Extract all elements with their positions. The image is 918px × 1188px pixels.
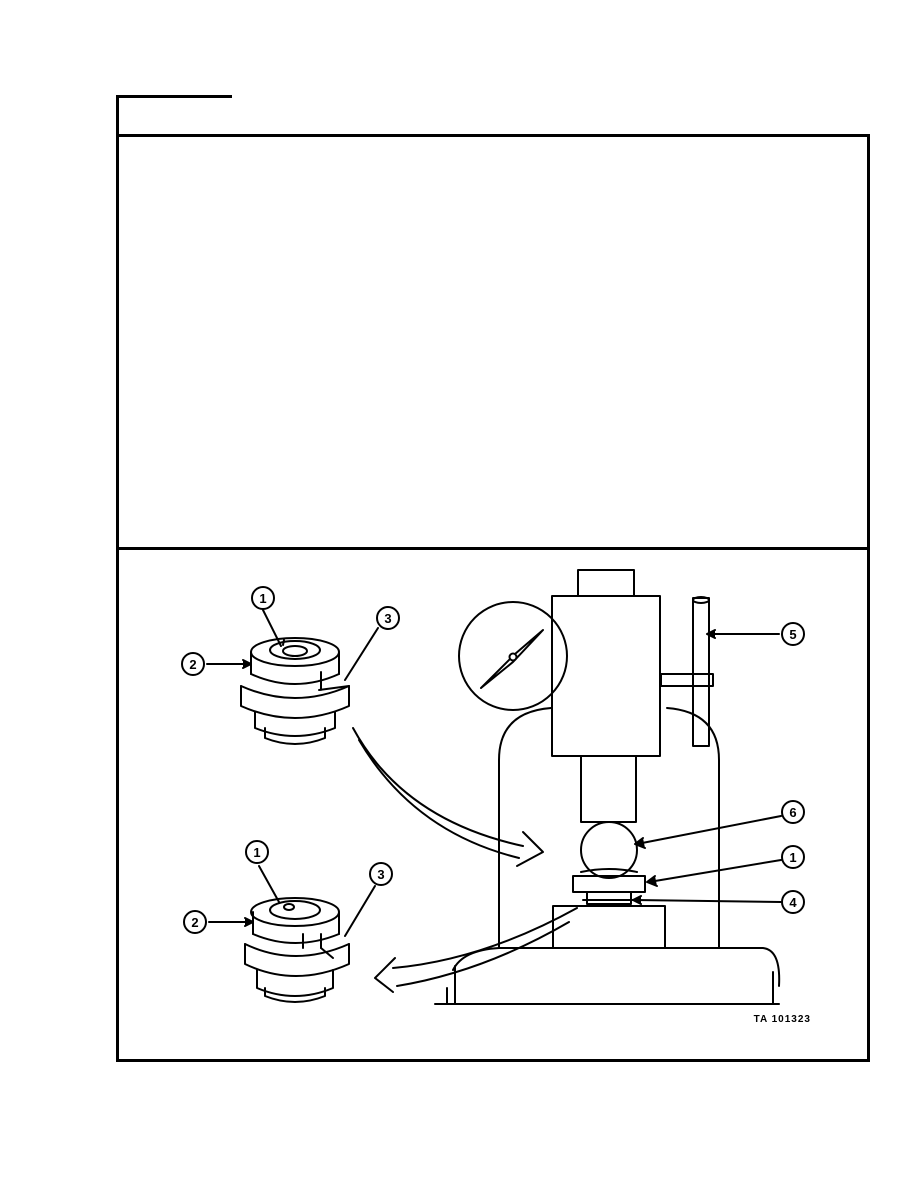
svg-text:4: 4 xyxy=(789,895,797,910)
header-tab-rule xyxy=(116,95,232,98)
bushing-bottom xyxy=(244,897,350,1003)
svg-text:2: 2 xyxy=(191,915,198,930)
header-tab-stub xyxy=(116,95,119,137)
callout-tester-5: 5 xyxy=(781,622,805,646)
callout-bottom-3: 3 xyxy=(369,862,393,886)
svg-text:6: 6 xyxy=(789,805,796,820)
hardness-test-illustration: 1 2 3 1 2 xyxy=(181,569,811,1025)
callout-tester-1: 1 xyxy=(781,845,805,869)
svg-text:5: 5 xyxy=(789,627,796,642)
svg-text:2: 2 xyxy=(189,657,196,672)
bushing-top xyxy=(240,637,350,745)
svg-text:3: 3 xyxy=(377,867,384,882)
svg-text:3: 3 xyxy=(384,611,391,626)
callout-bottom-2: 2 xyxy=(183,910,207,934)
flow-arrow-down xyxy=(352,727,544,867)
callout-tester-6: 6 xyxy=(781,800,805,824)
panel-divider xyxy=(119,547,867,550)
figure-panel: 1 2 3 1 2 xyxy=(119,550,867,1059)
callout-top-3: 3 xyxy=(376,606,400,630)
callout-top-2: 2 xyxy=(181,652,205,676)
svg-text:1: 1 xyxy=(259,591,266,606)
svg-text:1: 1 xyxy=(253,845,260,860)
leader-lines xyxy=(206,609,782,937)
callout-top-1: 1 xyxy=(251,586,275,610)
page-frame: 1 2 3 1 2 xyxy=(116,134,870,1062)
callout-tester-4: 4 xyxy=(781,890,805,914)
figure-code: TA 101323 xyxy=(754,1014,811,1025)
callout-bottom-1: 1 xyxy=(245,840,269,864)
svg-text:1: 1 xyxy=(789,850,796,865)
flow-arrow-out xyxy=(374,907,578,993)
hardness-tester xyxy=(434,569,781,1005)
